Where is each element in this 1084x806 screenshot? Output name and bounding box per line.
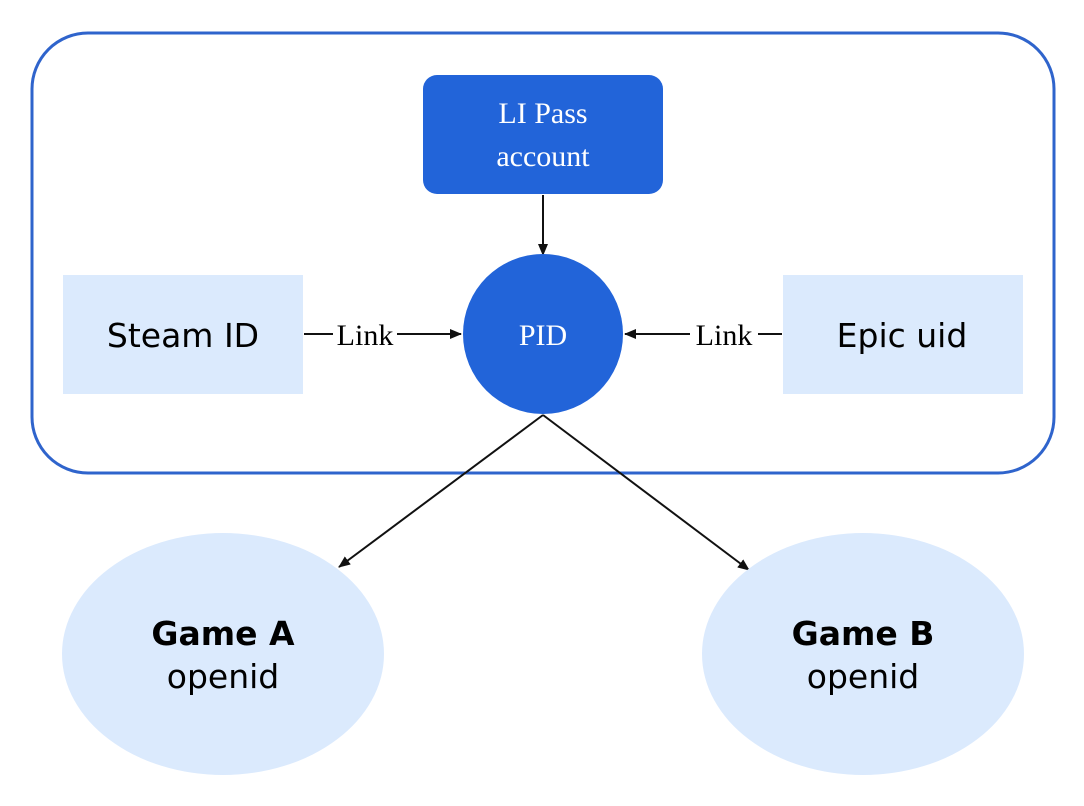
game-b-node [702, 533, 1024, 775]
epic-uid-label: Epic uid [837, 316, 968, 355]
pid-to-game-b-arrow [542, 414, 750, 571]
li-pass-account-label-line1: LI Pass [498, 97, 587, 130]
pid-to-game-a-arrow [338, 414, 544, 568]
game-a-node [62, 533, 384, 775]
steam-id-box [63, 275, 303, 394]
epic-uid-box [783, 275, 1023, 394]
epic-link-label: Link [696, 319, 753, 352]
li-pass-account-box [423, 75, 663, 194]
li-pass-account-label-line2: account [496, 140, 590, 173]
game-b-title: Game B [792, 614, 935, 653]
pid-label: PID [519, 319, 567, 352]
steam-link-label: Link [337, 319, 394, 352]
game-b-subtitle: openid [807, 657, 919, 696]
pid-node [463, 254, 623, 414]
game-a-title: Game A [151, 614, 295, 653]
game-a-subtitle: openid [167, 657, 279, 696]
identity-container [30, 31, 1056, 475]
steam-id-label: Steam ID [107, 316, 259, 355]
